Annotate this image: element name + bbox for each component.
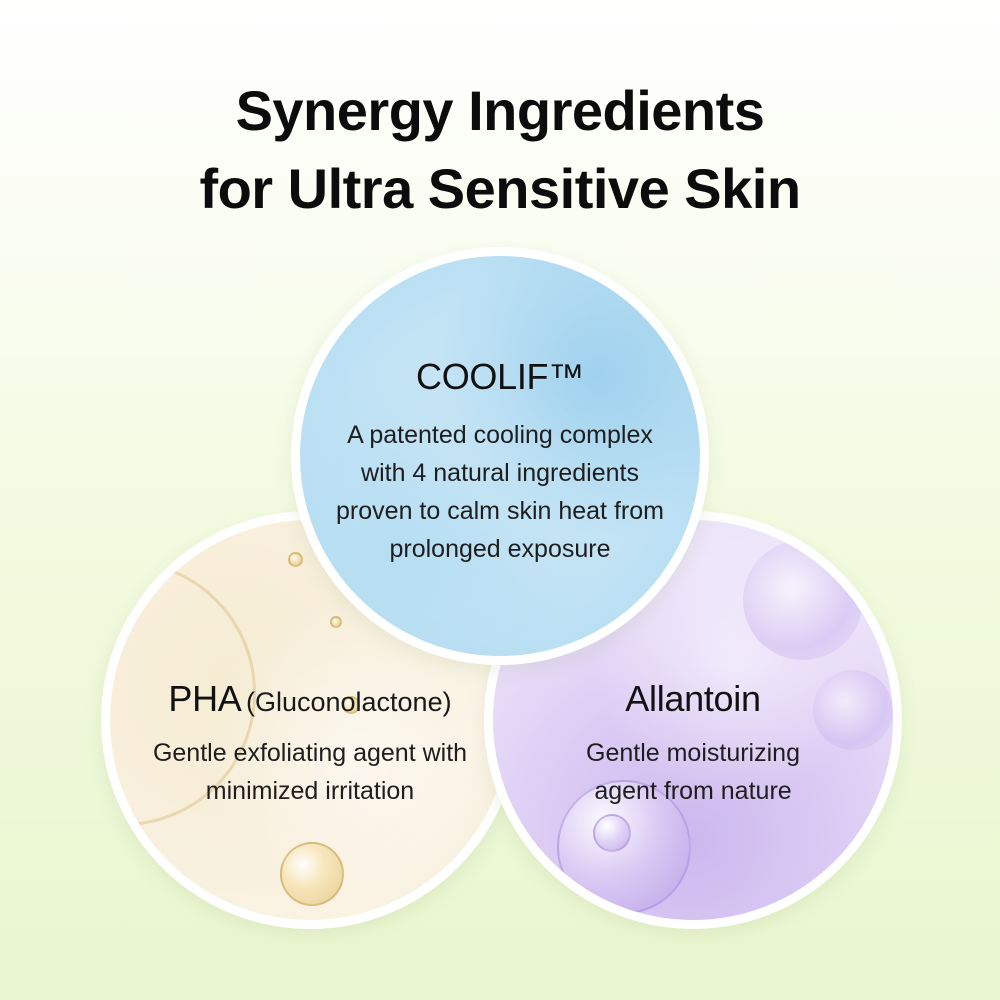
ingredient-description-allantoin: Gentle moisturizing agent from nature [493, 734, 893, 810]
description-line: A patented cooling complex [347, 421, 653, 449]
gel-bubble-decoration [557, 780, 691, 914]
page-title-line-2: for Ultra Sensitive Skin [199, 157, 801, 220]
ingredient-name-pha-sub: (Gluconolactone) [245, 687, 452, 717]
bubble-blob-small-decoration [813, 670, 893, 750]
description-line: with 4 natural ingredients [361, 459, 639, 487]
oil-droplet-small-decoration [288, 552, 303, 567]
page-title: Synergy Ingredients for Ultra Sensitive … [0, 72, 1000, 228]
oil-droplet-tiny-decoration [330, 616, 342, 628]
gel-bubble-small-decoration [593, 814, 631, 852]
page-title-line-1: Synergy Ingredients [235, 79, 765, 142]
bubble-blob-decoration [743, 540, 863, 660]
description-line: proven to calm skin heat from [336, 497, 664, 525]
ingredient-name-coolif: COOLIF™ [416, 356, 584, 397]
oil-droplet-mini-decoration [342, 696, 360, 714]
ingredient-name-pha: PHA (Gluconolactone) [110, 678, 510, 720]
ingredient-description-pha: Gentle exfoliating agent with minimized … [110, 734, 510, 810]
description-line: Gentle exfoliating agent with [152, 739, 468, 767]
oil-droplet-decoration [280, 842, 344, 906]
description-line: agent from nature [594, 777, 792, 805]
ingredient-circle-coolif: COOLIF™ A patented cooling complex with … [291, 247, 709, 665]
ingredient-description-coolif: A patented cooling complex with 4 natura… [300, 416, 700, 568]
description-line: minimized irritation [205, 777, 415, 805]
ingredient-name-allantoin: Allantoin [625, 678, 761, 719]
description-line: prolonged exposure [389, 535, 611, 563]
description-line: Gentle moisturizing [586, 739, 800, 767]
ingredient-name-pha-main: PHA [168, 678, 242, 719]
